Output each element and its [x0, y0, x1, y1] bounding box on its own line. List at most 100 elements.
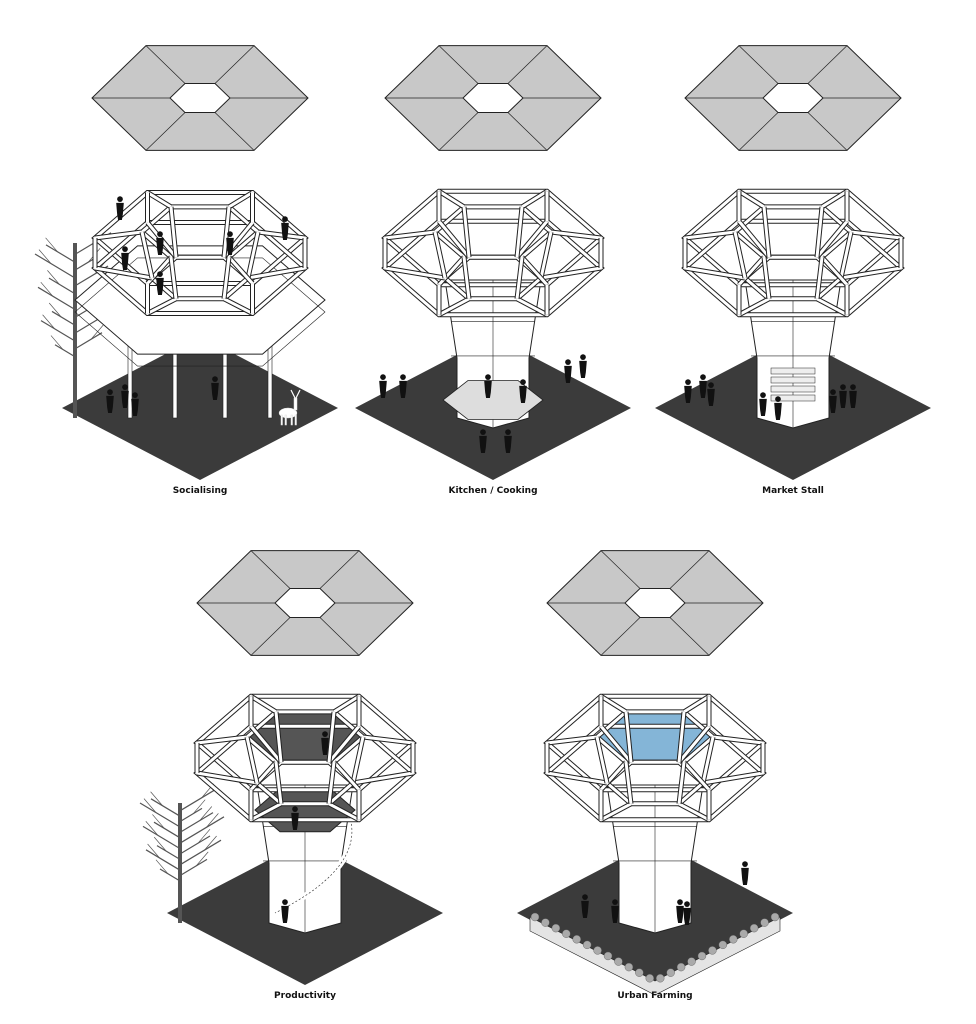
frame-strut — [624, 761, 633, 804]
roof-seam — [507, 45, 548, 84]
plant — [562, 929, 571, 938]
frame-strut — [438, 297, 470, 317]
frame-strut — [515, 256, 524, 299]
plant — [760, 918, 769, 927]
person-body — [829, 395, 837, 413]
person-body — [291, 812, 299, 830]
plant — [708, 946, 717, 955]
frame-strut — [595, 736, 609, 784]
person-head — [157, 231, 163, 237]
market-shelf — [770, 376, 816, 384]
panel-label-farming: Urban Farming — [617, 991, 693, 1001]
tree-branch — [179, 807, 203, 823]
frame-ring-outline — [431, 204, 555, 260]
person-body — [504, 435, 512, 453]
market-shelf — [770, 367, 816, 375]
roof-seam — [669, 550, 710, 589]
frame-strut — [140, 231, 154, 279]
frame-strut — [677, 711, 686, 763]
plant — [541, 918, 550, 927]
roof-seam — [807, 112, 848, 151]
person-body — [849, 390, 857, 408]
plant — [718, 940, 728, 950]
plant — [687, 957, 696, 966]
tree-branch — [179, 812, 214, 833]
roof-seam — [738, 112, 779, 151]
frame-strut — [599, 725, 633, 764]
panel-label-market: Market Stall — [762, 486, 824, 496]
tree-twig — [206, 813, 219, 828]
frame-strut — [600, 694, 627, 714]
tree-branch — [37, 286, 76, 311]
person-head — [227, 231, 233, 237]
tree-branch — [48, 277, 76, 295]
deer-icon — [278, 389, 301, 426]
frame-strut — [550, 230, 602, 240]
frame-strut — [815, 220, 849, 259]
frame-strut — [683, 694, 710, 714]
market-shelf — [770, 394, 816, 402]
frame-strut — [384, 266, 446, 280]
person-head — [700, 374, 706, 380]
roof-seam — [669, 617, 710, 656]
roof-seam — [438, 112, 479, 151]
panel-productivity — [139, 550, 443, 985]
person-head — [582, 894, 588, 900]
tree-twig — [50, 335, 64, 350]
tree-branch — [145, 849, 181, 871]
frame-strut — [222, 206, 231, 258]
roof-seam — [600, 550, 641, 589]
person-head — [565, 359, 571, 365]
person-head — [485, 374, 491, 380]
person-body — [699, 380, 707, 398]
frame-ring-outline — [731, 204, 855, 260]
frame-strut — [249, 725, 283, 764]
frame-strut — [815, 256, 824, 299]
person-body — [281, 905, 289, 923]
person-body — [519, 385, 527, 403]
tree-twig — [143, 798, 157, 813]
frame-strut — [257, 230, 306, 240]
person-body — [484, 380, 492, 398]
plant — [582, 940, 592, 950]
person-head — [708, 382, 714, 388]
frame-strut — [146, 191, 172, 209]
person-head — [612, 899, 618, 905]
person-body — [774, 402, 782, 420]
frame-strut — [546, 771, 608, 785]
person-body — [121, 390, 129, 408]
frame-strut — [223, 297, 254, 315]
tree-branch — [153, 821, 181, 839]
frame-strut — [546, 735, 598, 745]
frame-strut — [247, 266, 306, 280]
frame-strut — [384, 230, 436, 240]
person-body — [399, 380, 407, 398]
frame-strut — [682, 761, 711, 791]
plant — [614, 957, 623, 966]
roof-seam — [145, 45, 186, 84]
roof-seam — [600, 617, 641, 656]
tree-twig — [40, 281, 54, 297]
person-head — [505, 429, 511, 435]
person-body — [676, 905, 684, 923]
person-body — [683, 907, 691, 925]
frame-strut — [678, 802, 710, 822]
plant — [749, 923, 759, 933]
roof-seam — [438, 45, 479, 84]
tree-twig — [48, 302, 62, 318]
frame-strut — [228, 191, 254, 209]
frame-strut — [328, 802, 360, 822]
tree-twig — [38, 249, 52, 264]
frame-strut — [540, 266, 602, 280]
panel-label-kitchen: Kitchen / Cooking — [448, 486, 538, 496]
market-shelf — [770, 385, 816, 393]
person-head — [117, 196, 123, 202]
person-body — [741, 867, 749, 885]
tree-branch — [54, 344, 76, 358]
tree-branch — [139, 802, 181, 828]
frame-strut — [250, 802, 282, 822]
deer-leg — [284, 414, 287, 426]
frame-strut — [684, 266, 746, 280]
person-body — [156, 277, 164, 295]
frame-strut — [684, 230, 736, 240]
